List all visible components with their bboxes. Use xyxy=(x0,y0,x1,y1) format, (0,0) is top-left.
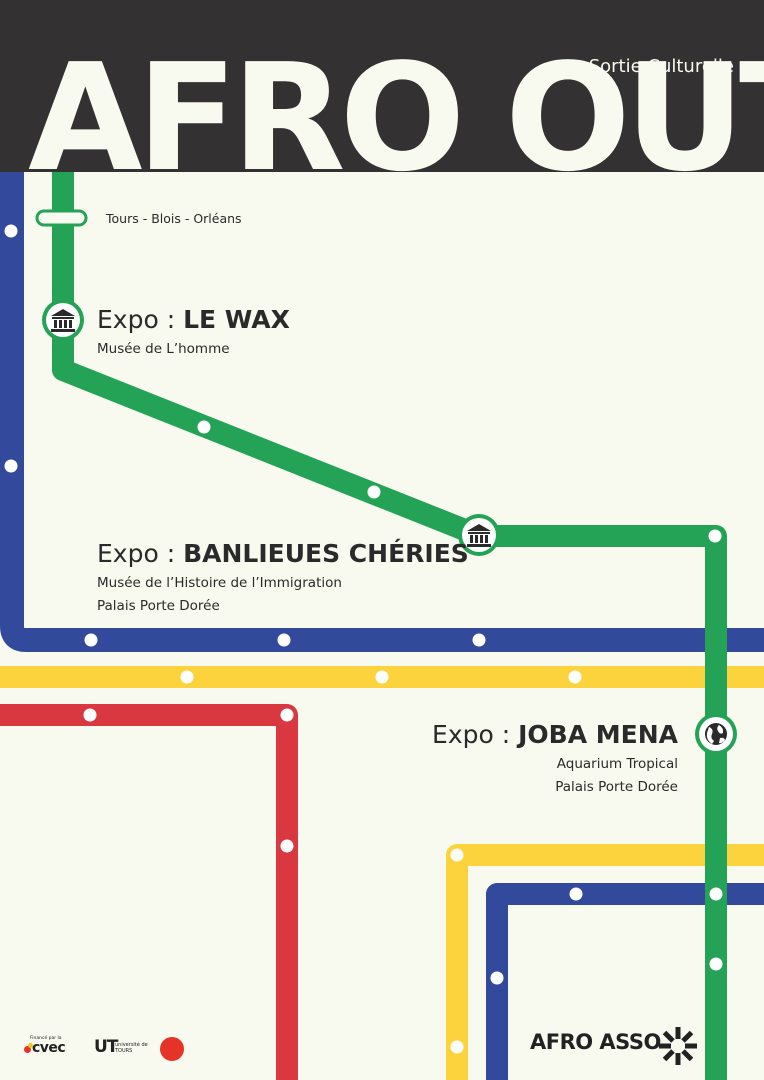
cvec-logo: cvec xyxy=(32,1040,66,1056)
expo-place-banlieues-cheries: Musée de l’Histoire de l’Immigration xyxy=(97,575,342,591)
red-line xyxy=(0,704,298,1080)
stop-dot xyxy=(568,670,582,684)
station-joba-mena xyxy=(695,713,737,755)
expo-place-le-wax: Musée de L’homme xyxy=(97,341,230,357)
stop-dot xyxy=(84,633,98,647)
cvec-logo-dot xyxy=(28,1043,33,1048)
poster-title: AFRO OUT xyxy=(28,32,764,172)
expo-prefix: Expo : xyxy=(432,720,519,749)
stop-dot xyxy=(709,887,723,901)
stop-dot xyxy=(280,839,294,853)
stop-dot xyxy=(450,1040,464,1054)
stop-dot xyxy=(197,420,211,434)
header: AFRO OUT Sortie Culturelle xyxy=(0,0,764,172)
expo-prefix: Expo : xyxy=(97,305,184,334)
crous-logo xyxy=(160,1037,184,1061)
expo-address-banlieues-cheries: Palais Porte Dorée xyxy=(97,598,220,614)
expo-name: BANLIEUES CHÉRIES xyxy=(183,539,469,568)
stop-dot xyxy=(83,708,97,722)
cities-label: Tours - Blois - Orléans xyxy=(106,211,242,226)
globe-icon xyxy=(705,723,727,745)
stop-dot xyxy=(4,459,18,473)
stop-dot xyxy=(4,224,18,238)
stop-dot xyxy=(472,633,486,647)
expo-name: LE WAX xyxy=(183,305,290,334)
museum-icon xyxy=(467,524,491,547)
expo-title-banlieues-cheries: Expo : BANLIEUES CHÉRIES xyxy=(97,539,469,568)
terminus-marker xyxy=(35,209,88,227)
stop-dot xyxy=(367,485,381,499)
stop-dot xyxy=(450,848,464,862)
stop-dot xyxy=(569,887,583,901)
universite-tours-label: université de TOURS xyxy=(115,1042,148,1054)
expo-address-joba-mena: Palais Porte Dorée xyxy=(555,779,678,795)
expo-title-joba-mena: Expo : JOBA MENA xyxy=(432,720,678,749)
stop-dot xyxy=(490,971,504,985)
asterisk-icon xyxy=(659,1027,697,1065)
station-banlieues-cheries xyxy=(458,514,500,556)
expo-name: JOBA MENA xyxy=(518,720,678,749)
blue-line-bottom xyxy=(486,883,764,1080)
stop-dot xyxy=(709,957,723,971)
ut-logo: UT xyxy=(94,1037,118,1057)
expo-place-joba-mena: Aquarium Tropical xyxy=(556,756,678,772)
stop-dot xyxy=(180,670,194,684)
expo-prefix: Expo : xyxy=(97,539,184,568)
cvec-prefix: Financé par la xyxy=(30,1036,62,1041)
poster-subtitle: Sortie Culturelle xyxy=(588,56,734,77)
station-le-wax xyxy=(42,299,84,341)
stop-dot xyxy=(277,633,291,647)
stop-dot xyxy=(708,529,722,543)
brand-logo-text: AFRO ASSO xyxy=(530,1030,661,1054)
museum-icon xyxy=(51,309,75,332)
expo-title-le-wax: Expo : LE WAX xyxy=(97,305,290,334)
blue-line-top xyxy=(0,160,764,652)
stop-dot xyxy=(280,708,294,722)
stop-dot xyxy=(375,670,389,684)
cvec-logo-dot xyxy=(24,1046,31,1053)
